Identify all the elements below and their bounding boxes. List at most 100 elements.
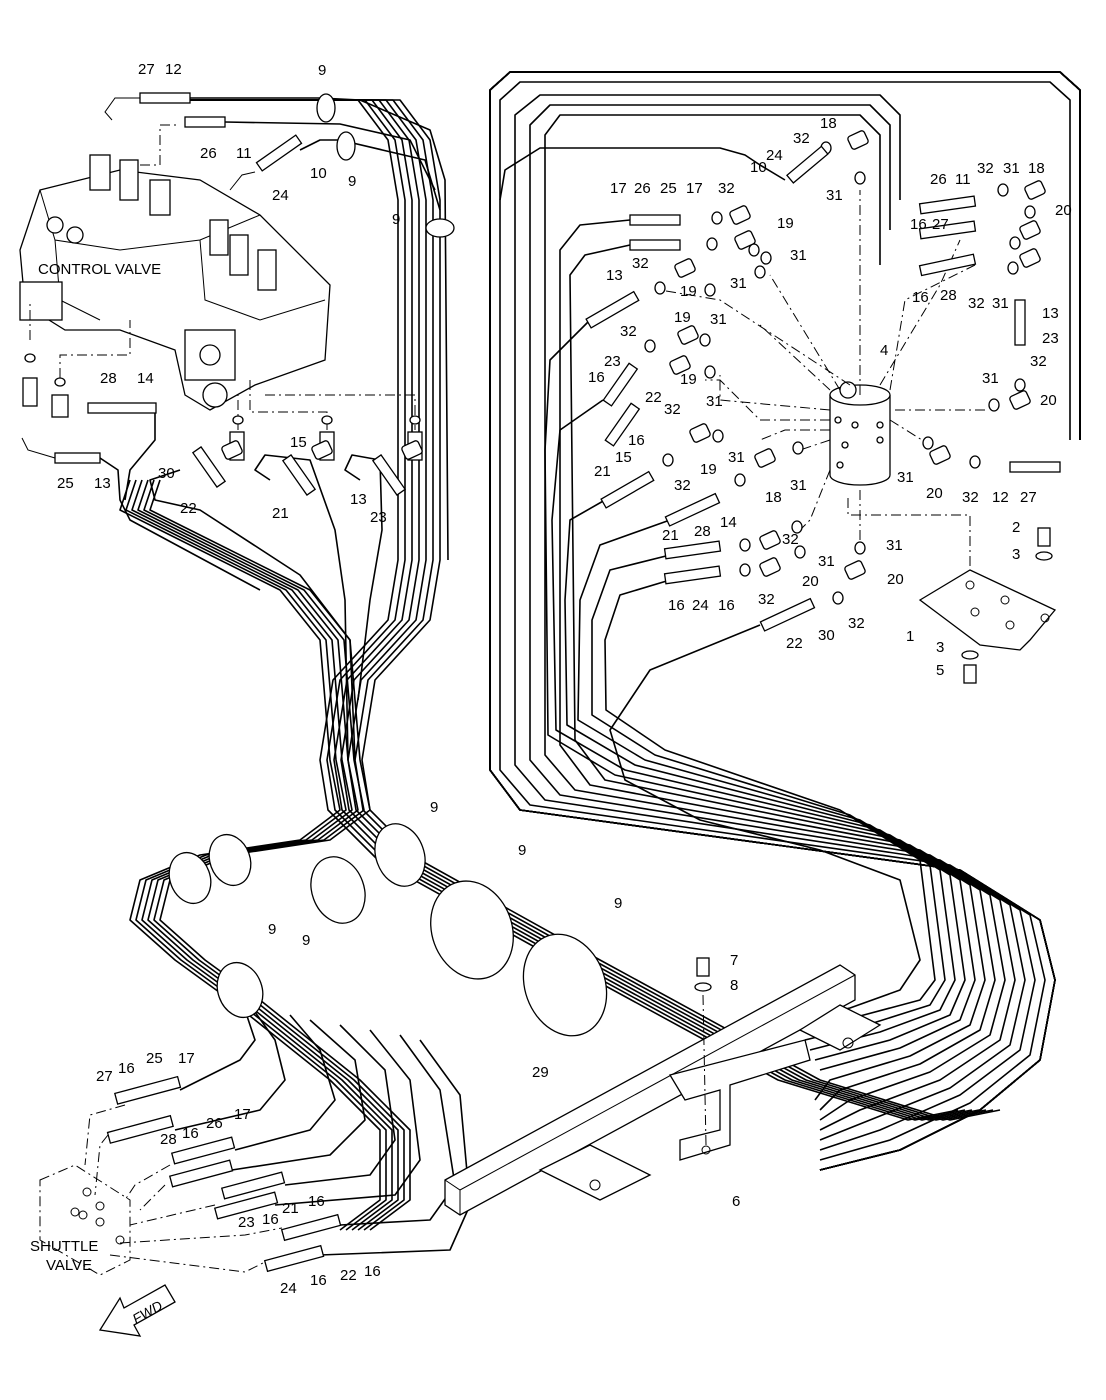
callout: 31 — [982, 370, 999, 387]
elbow-fitting — [674, 258, 696, 278]
callout: 13 — [350, 491, 367, 508]
callout: 12 — [992, 489, 1009, 506]
callout: 18 — [820, 115, 837, 132]
callout: 32 — [664, 401, 681, 418]
callout: 20 — [1055, 202, 1072, 219]
o-ring — [754, 265, 766, 279]
callout: 32 — [1030, 353, 1047, 370]
elbow-fitting — [677, 325, 699, 345]
callout: 32 — [718, 180, 735, 197]
o-ring — [739, 563, 751, 577]
callout: 32 — [620, 323, 637, 340]
callout: 23 — [238, 1214, 255, 1231]
callout: 26 — [206, 1115, 223, 1132]
callout: 21 — [662, 527, 679, 544]
o-ring — [854, 541, 866, 555]
callout: 31 — [818, 553, 835, 570]
hose-right-loop-outer — [489, 71, 1081, 1171]
callout: 16 — [668, 597, 685, 614]
o-ring — [699, 333, 711, 347]
callout: 20 — [802, 573, 819, 590]
o-ring — [791, 520, 803, 534]
callout: 9 — [430, 799, 438, 816]
callout: 8 — [730, 977, 738, 994]
hose-lower-end — [231, 1019, 366, 1171]
hose-upper — [99, 457, 261, 591]
hose-ends-right — [585, 145, 1061, 632]
o-ring — [712, 429, 724, 443]
callout: 31 — [790, 247, 807, 264]
callout: 7 — [730, 952, 738, 969]
callout: 32 — [977, 160, 994, 177]
mounting-plate — [918, 527, 1057, 684]
callout: 18 — [1028, 160, 1045, 177]
callout: 32 — [632, 255, 649, 272]
callout-layer: 27 12 9 26 11 10 9 24 9 25 13 28 14 30 2… — [57, 61, 1072, 1297]
callout: 17 — [234, 1106, 251, 1123]
callout: 12 — [165, 61, 182, 78]
callout: 25 — [146, 1050, 163, 1067]
callout: 32 — [674, 477, 691, 494]
o-rings — [221, 130, 1046, 605]
hose-upper — [124, 408, 156, 501]
hose-lower-end — [284, 1024, 396, 1186]
o-ring — [704, 283, 716, 297]
callout: 14 — [137, 370, 154, 387]
callout: 26 — [930, 171, 947, 188]
elbow-fitting — [759, 557, 781, 577]
hose-upper — [224, 121, 436, 191]
elbow-fitting — [1009, 390, 1031, 410]
callout: 21 — [272, 505, 289, 522]
callout: 18 — [765, 489, 782, 506]
elbow-fitting — [734, 230, 756, 250]
callout: 24 — [272, 187, 289, 204]
callout: 27 — [96, 1068, 113, 1085]
callout: 9 — [268, 921, 276, 938]
elbow-fitting — [1019, 220, 1041, 240]
hose-right-inner — [544, 319, 986, 1101]
callout: 28 — [100, 370, 117, 387]
hose-top-curve — [499, 147, 786, 201]
callout: 16 — [910, 216, 927, 233]
callout: 10 — [750, 159, 767, 176]
o-ring — [988, 398, 1000, 412]
callout: 31 — [706, 393, 723, 410]
control-valve-label: CONTROL VALVE — [38, 261, 161, 278]
callout: 19 — [700, 461, 717, 478]
callout: 9 — [614, 895, 622, 912]
callout: 24 — [766, 147, 783, 164]
callout: 32 — [968, 295, 985, 312]
callout: 29 — [532, 1064, 549, 1081]
callout: 31 — [728, 449, 745, 466]
callout: 30 — [158, 465, 175, 482]
elbow-fitting — [401, 440, 423, 460]
control-valve — [19, 154, 331, 411]
callout: 16 — [262, 1211, 279, 1228]
callout: 25 — [57, 475, 74, 492]
callout: 31 — [826, 187, 843, 204]
callout: 21 — [594, 463, 611, 480]
o-ring — [704, 365, 716, 379]
fwd-arrow — [98, 1284, 176, 1337]
callout: 23 — [1042, 330, 1059, 347]
hose-lower-end — [274, 1029, 421, 1206]
callout: 23 — [370, 509, 387, 526]
o-ring — [1007, 261, 1019, 275]
callout: 28 — [160, 1131, 177, 1148]
callout: 31 — [886, 537, 903, 554]
elbow-fitting — [759, 530, 781, 550]
elbow-fitting — [1024, 180, 1046, 200]
shuttle-valve — [39, 1164, 131, 1276]
o-ring — [706, 237, 718, 251]
hose-lower-end — [319, 1039, 471, 1256]
callout: 16 — [310, 1272, 327, 1289]
shuttle-valve-label-1: SHUTTLE — [30, 1238, 98, 1255]
callout: 28 — [694, 523, 711, 540]
o-ring — [739, 538, 751, 552]
hose-bundles — [99, 71, 1081, 1256]
hose-right-inner — [577, 519, 956, 1051]
callout: 9 — [302, 932, 310, 949]
elbow-fitting — [844, 560, 866, 580]
callout: 16 — [118, 1060, 135, 1077]
callout: 24 — [692, 597, 709, 614]
